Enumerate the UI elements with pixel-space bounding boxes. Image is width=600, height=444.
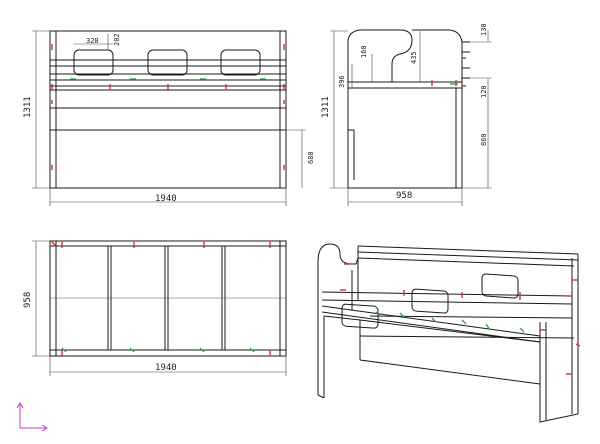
iso-cutout-left	[341, 303, 379, 329]
front-leg-label: 680	[307, 151, 315, 164]
top-outline	[49, 240, 287, 357]
iso-cutout-middle	[411, 288, 449, 314]
iso-left-panel	[317, 243, 359, 395]
top-width-label: 1940	[155, 363, 177, 373]
cutout-right	[220, 49, 261, 76]
side-top-gap-label: 160	[360, 45, 368, 58]
cutout-width-label: 328	[86, 37, 99, 45]
side-rail-label: 396	[338, 75, 346, 88]
front-height-label: 1311	[23, 96, 33, 118]
side-view: 958 1311 396 160 435 130 120 860	[321, 23, 492, 206]
side-depth-label: 958	[396, 191, 412, 201]
iso-cutout-right	[481, 273, 519, 299]
front-width-label: 1940	[155, 194, 177, 204]
side-top-label: 130	[480, 23, 488, 36]
side-panel-outline	[347, 29, 463, 188]
side-mid-label: 120	[480, 85, 488, 98]
front-view: 1940 1311 328 202 680	[23, 30, 315, 206]
cutout-height-label: 202	[113, 33, 121, 46]
top-depth-label: 958	[23, 292, 33, 308]
side-height-label: 1311	[321, 96, 331, 118]
cutout-middle	[147, 49, 188, 76]
front-outline	[49, 30, 287, 189]
side-panel-label: 435	[410, 51, 418, 64]
axis-icon	[16, 402, 48, 432]
top-view: 1940 958	[23, 240, 287, 376]
side-lower-label: 860	[480, 133, 488, 146]
cutout-left	[73, 49, 114, 76]
iso-right-panel	[539, 254, 579, 423]
isometric-view	[317, 243, 581, 423]
